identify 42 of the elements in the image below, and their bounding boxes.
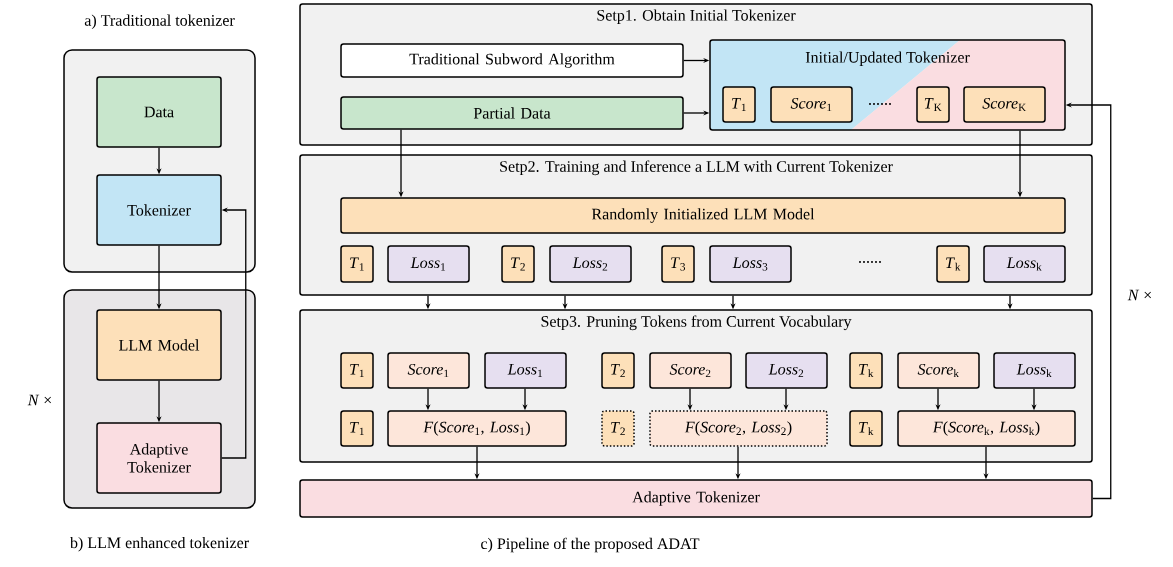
caption: c) Pipeline of the proposed ADAT [481, 537, 700, 553]
token-box: T$_{2}$ [501, 245, 535, 283]
value-box: Loss$_{3}$ [709, 245, 792, 283]
value-box: F(Score$_{1}$, Loss$_{1}$) [387, 410, 567, 447]
process-box: Adaptive Tokenizer [299, 479, 1093, 518]
node-label: b) LLM enhanced tokenizer [70, 536, 249, 552]
token-box: T$_{3}$ [661, 245, 695, 283]
process-box: Tokenizer [96, 174, 222, 246]
token-box: T$_{2}$ [601, 410, 635, 447]
value-box: Loss$_{1}$ [484, 352, 567, 389]
process-box: Adaptive Tokenizer [96, 422, 222, 494]
node-label: a) Traditional tokenizer [84, 14, 235, 30]
value-box: Loss$_{k}$ [993, 352, 1076, 389]
value-box: Loss$_{2}$ [745, 352, 828, 389]
process-box: Data [96, 76, 222, 148]
repeat-label: N × [1127, 289, 1151, 301]
value-box: Loss$_{k}$ [983, 245, 1066, 283]
token-box: T$_{1}$ [722, 86, 756, 123]
value-box: Score$_{2}$ [649, 352, 732, 389]
value-box: Loss$_{1}$ [387, 245, 470, 283]
ellipsis: ...... [869, 103, 891, 105]
token-box: T$_{k}$ [936, 245, 970, 283]
process-box: Traditional Subword Algorithm [340, 43, 684, 78]
value-box: F(Score$_{k}$, Loss$_{k}$) [897, 410, 1076, 447]
value-box: Score$_{1}$ [770, 86, 853, 123]
process-box: LLM Model [96, 309, 222, 381]
token-box: T$_{K}$ [916, 86, 950, 123]
value-box: Score$_{k}$ [897, 352, 980, 389]
token-box: T$_{2}$ [601, 352, 635, 389]
token-box: T$_{1}$ [340, 245, 374, 283]
value-box: Score$_{1}$ [387, 352, 470, 389]
value-box: Loss$_{2}$ [549, 245, 632, 283]
token-box: T$_{1}$ [340, 410, 374, 447]
ellipsis: ...... [859, 261, 881, 263]
value-box: F(Score$_{2}$, Loss$_{2}$) [649, 410, 828, 447]
token-box: T$_{1}$ [340, 352, 374, 389]
repeat-label: N × [27, 394, 51, 406]
value-box: Score$_{K}$ [963, 86, 1046, 123]
token-box: T$_{k}$ [849, 352, 883, 389]
token-box: T$_{k}$ [849, 410, 883, 447]
process-box: Partial Data [340, 96, 684, 130]
process-box: Randomly Initialized LLM Model [340, 197, 1066, 234]
